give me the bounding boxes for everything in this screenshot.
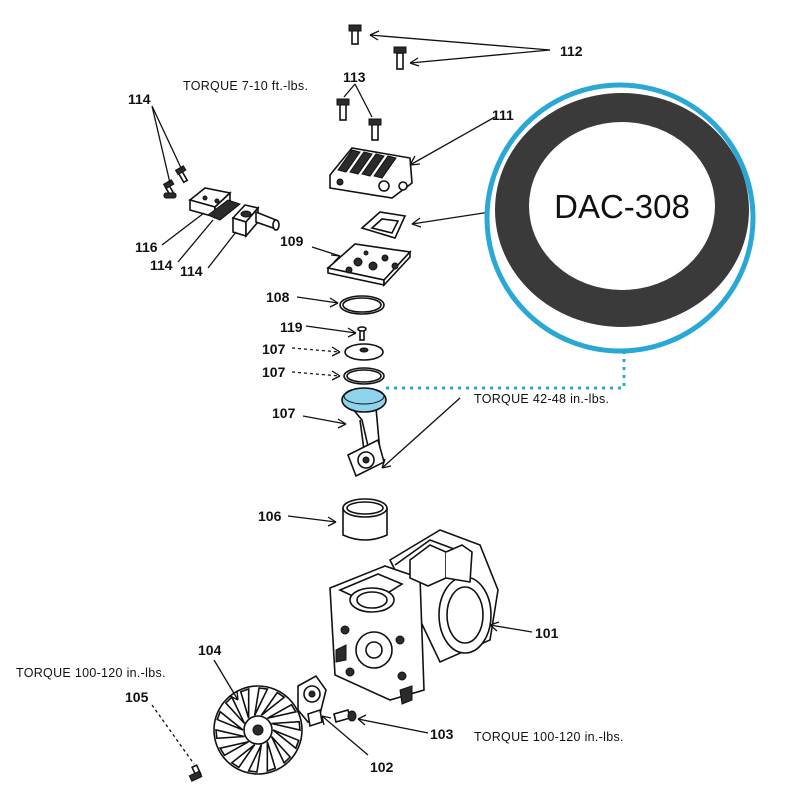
part-107-piston-cup[interactable] [291, 367, 385, 385]
part-101-crankcase-motor[interactable] [329, 529, 533, 705]
callout-part-label: DAC-308 [554, 188, 690, 225]
part-number-105: 105 [125, 689, 149, 705]
part-106-cylinder-sleeve[interactable] [287, 498, 388, 541]
part-number-111: 111 [492, 107, 514, 123]
part-number-104: 104 [198, 642, 222, 658]
part-number-103: 103 [430, 726, 454, 742]
part-number-107-bottom: 107 [272, 405, 296, 421]
part-number-113: 113 [343, 69, 366, 85]
part-number-102: 102 [370, 759, 394, 775]
fan-blade [270, 735, 292, 765]
fan-blade [271, 720, 301, 732]
part-113-screws[interactable] [336, 83, 382, 141]
fan-blade [272, 729, 300, 750]
part-number-114-top: 114 [128, 91, 151, 107]
part-number-101: 101 [535, 625, 559, 641]
gasket-callout: DAC-308 [484, 82, 756, 354]
part-number-109: 109 [280, 233, 304, 249]
highlighted-gasket[interactable] [341, 387, 387, 413]
part-105-screw[interactable] [151, 704, 203, 782]
torque-note-head: TORQUE 7-10 ft.-lbs. [183, 79, 308, 93]
torque-note-bolt: TORQUE 100-120 in.-lbs. [474, 730, 624, 744]
part-112-screws[interactable] [348, 24, 551, 70]
part-number-114-middle: 114 [150, 257, 173, 273]
part-number-119: 119 [280, 319, 303, 335]
fan-blade [218, 740, 250, 757]
part-114-filter-element[interactable] [177, 199, 242, 263]
part-number-107-top: 107 [262, 341, 286, 357]
fan-blade [216, 710, 244, 731]
part-108-o-ring[interactable] [296, 295, 385, 315]
fan-blade [266, 703, 298, 720]
part-111-cylinder-head[interactable] [329, 116, 496, 199]
fan-blade [253, 687, 269, 716]
part-107-retainer-plate[interactable] [291, 343, 384, 361]
part-number-108: 108 [266, 289, 290, 305]
part-119-screw[interactable] [305, 325, 367, 341]
part-114-intake-fitting[interactable] [207, 204, 280, 269]
part-103-bolt[interactable] [333, 709, 429, 734]
part-number-107-middle: 107 [262, 364, 286, 380]
part-number-106: 106 [258, 508, 282, 524]
part-number-116: 116 [135, 239, 158, 255]
part-number-112: 112 [560, 43, 583, 59]
part-104-fan[interactable] [213, 659, 303, 775]
torque-note-rod: TORQUE 42-48 in.-lbs. [474, 392, 609, 406]
fan-blade [247, 744, 263, 773]
fan-blade [239, 687, 250, 719]
head-gasket-small[interactable] [360, 211, 491, 239]
fan-blade [230, 743, 256, 769]
fan-blade [215, 728, 245, 740]
fan-blade [260, 691, 286, 717]
torque-note-fan: TORQUE 100-120 in.-lbs. [16, 666, 166, 680]
part-107-connecting-rod[interactable] [302, 397, 461, 478]
fan-blade [224, 695, 246, 725]
part-109-valve-plate[interactable] [311, 243, 412, 288]
part-number-114-bottom: 114 [180, 263, 203, 279]
fan-blade [266, 741, 277, 773]
part-102-eccentric[interactable] [297, 674, 369, 756]
part-114-screws[interactable] [151, 105, 189, 199]
